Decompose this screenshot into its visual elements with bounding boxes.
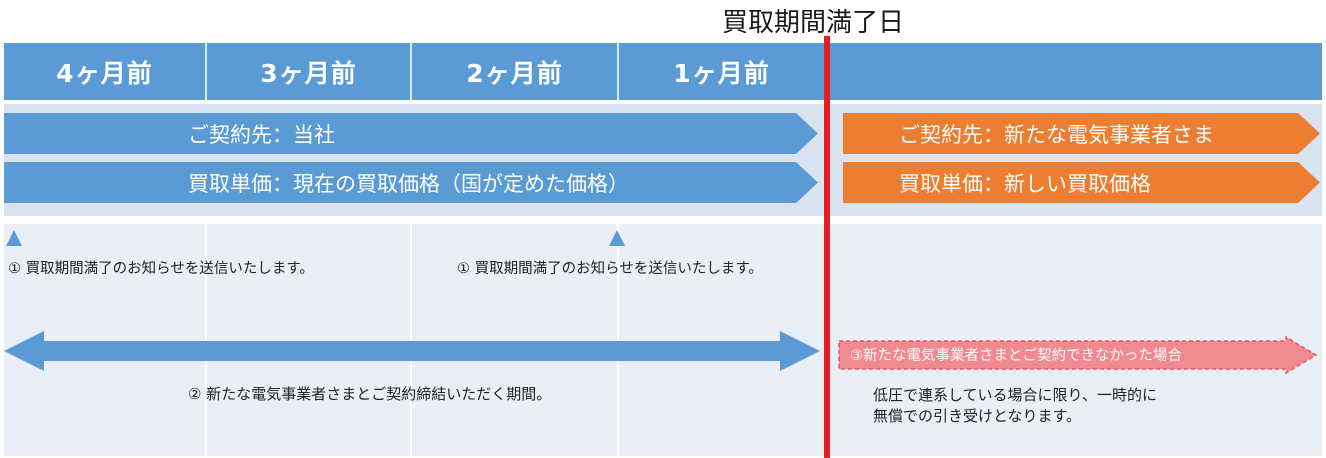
fallback-description-line1: 低圧で連系している場合に限り、一時的に [873,386,1157,404]
notice-marker-icon [6,230,22,246]
current-price-bar: 買取単価：現在の買取価格（国が定めた価格） [4,162,818,203]
fallback-label: ③新たな電気事業者さまとご契約できなかった場合 [850,348,1182,364]
notice-text: ① 買取期間満了のお知らせを送信いたします。 [8,261,314,277]
fallback-arrow [838,336,1318,374]
period-label: ② 新たな電気事業者さまとご契約締結いただく期間。 [188,385,552,403]
header-divider [410,43,412,100]
new-contract-bar: ご契約先：新たな電気事業者さま [843,113,1320,154]
column-divider [410,224,412,456]
timeline-panel [4,224,1322,456]
column-divider [205,224,207,456]
header-divider [205,43,207,100]
deadline-line [824,36,830,458]
current-contract-bar: ご契約先：当社 [4,113,818,154]
column-divider [617,224,619,456]
new-contract-label: ご契約先：新たな電気事業者さま [899,122,1214,147]
month-header: 4ヶ月前 3ヶ月前 2ヶ月前 1ヶ月前 [4,43,1322,100]
notice-text: ① 買取期間満了のお知らせを送信いたします。 [457,261,763,277]
header-divider [617,43,619,100]
new-price-label: 買取単価：新しい買取価格 [899,171,1151,196]
header-month-3: 3ヶ月前 [260,58,357,88]
fallback-description-line2: 無償での引き受けとなります。 [873,407,1082,425]
header-month-2: 2ヶ月前 [466,58,563,88]
current-price-label: 買取単価：現在の買取価格（国が定めた価格） [188,171,629,196]
notice-marker-icon [609,230,625,246]
new-price-bar: 買取単価：新しい買取価格 [843,162,1320,203]
current-contract-label: ご契約先：当社 [188,122,335,147]
deadline-title: 買取期間満了日 [722,8,905,38]
contract-period-arrow [4,331,820,371]
header-month-1: 1ヶ月前 [673,58,770,88]
header-month-4: 4ヶ月前 [56,58,153,88]
